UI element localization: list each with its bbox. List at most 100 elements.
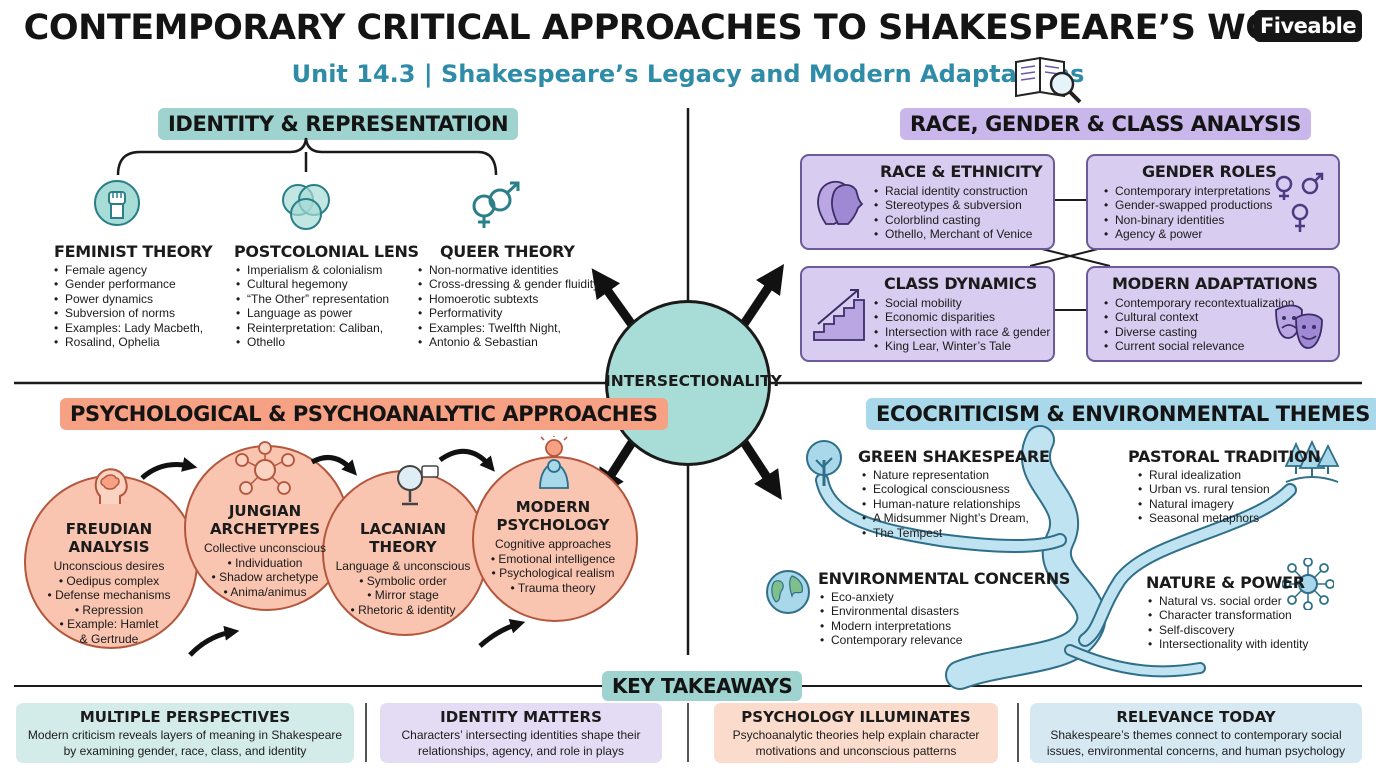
queer-theory-title: QUEER THEORY <box>440 242 575 261</box>
list-item: • Individuation <box>227 555 303 570</box>
list-item: & Gertrude <box>79 631 139 646</box>
list-item: Human-nature relationships <box>862 497 1029 512</box>
takeaway-line: Characters’ intersecting identities shap… <box>401 728 641 742</box>
race-ethnicity-card: RACE & ETHNICITY Racial identity constru… <box>800 154 1055 250</box>
archetype-network-icon <box>235 441 295 495</box>
green-shakespeare-title: GREEN SHAKESPEARE <box>858 447 1050 466</box>
list-item: Contemporary interpretations <box>1104 184 1272 199</box>
identity-heading: IDENTITY & REPRESENTATION <box>158 108 519 140</box>
takeaway-card: MULTIPLE PERSPECTIVES Modern criticism r… <box>16 703 354 763</box>
list-item: Colorblind casting <box>874 213 1032 228</box>
list-item: Gender-swapped productions <box>1104 198 1272 213</box>
lacanian-text: LACANIAN THEORY Language & unconscious •… <box>324 520 482 617</box>
list-item: • Shadow archetype <box>211 570 319 584</box>
brain-head-icon <box>94 468 128 504</box>
list-item: Cultural context <box>1104 310 1294 325</box>
takeaway-line: motivations and unconscious patterns <box>755 744 957 758</box>
intersectionality-label: INTERSECTIONALITY <box>605 372 782 390</box>
book-magnifier-icon <box>1015 56 1082 104</box>
list-item: Homoerotic subtexts <box>418 292 599 307</box>
list-item: Performativity <box>418 306 599 321</box>
list-item: Power dynamics <box>54 292 203 307</box>
list-item: • Repression <box>74 602 144 617</box>
eco-heading: ECOCRITICISM & ENVIRONMENTAL THEMES <box>866 398 1376 430</box>
list-item: Ecological consciousness <box>862 482 1029 497</box>
takeaway-card: IDENTITY MATTERS Characters’ intersectin… <box>380 703 662 763</box>
takeaway-title: RELEVANCE TODAY <box>1116 708 1276 726</box>
list-item: Natural vs. social order <box>1148 594 1308 609</box>
jungian-lead: Collective unconscious <box>203 541 327 555</box>
list-item: Modern interpretations <box>820 619 962 634</box>
nature-power-title: NATURE & POWER <box>1146 573 1305 592</box>
list-item: Imperialism & colonialism <box>236 263 389 278</box>
modern-psychology-title-1: MODERN <box>515 498 591 516</box>
list-item: • Symbolic order <box>359 573 447 588</box>
raised-fist-icon <box>94 180 140 226</box>
feminist-theory-title: FEMINIST THEORY <box>54 242 213 261</box>
intersectionality-circle <box>605 300 771 466</box>
list-item: Contemporary relevance <box>820 633 962 648</box>
list-item: A Midsummer Night’s Dream, <box>862 511 1029 526</box>
list-item: Intersection with race & gender <box>874 325 1050 340</box>
list-item: Agency & power <box>1104 227 1272 242</box>
lacanian-title-2: THEORY <box>369 538 437 556</box>
race-ethnicity-title: RACE & ETHNICITY <box>880 162 1043 181</box>
gender-symbol-icon <box>472 181 520 228</box>
list-item: Contemporary recontextualization <box>1104 296 1294 311</box>
list-item: Stereotypes & subversion <box>874 198 1032 213</box>
globe-icon <box>766 570 810 614</box>
list-item: Cultural hegemony <box>236 277 389 292</box>
list-item: Seasonal metaphors <box>1138 511 1270 526</box>
takeaway-line: issues, environmental concerns, and huma… <box>1046 744 1346 758</box>
takeaway-line: by examining gender, race, class, and id… <box>63 744 307 758</box>
list-item: Eco-anxiety <box>820 590 962 605</box>
modern-adaptations-title: MODERN ADAPTATIONS <box>1112 274 1318 293</box>
list-item: Racial identity construction <box>874 184 1032 199</box>
modern-psychology-title-2: PSYCHOLOGY <box>496 516 610 534</box>
list-item: Character transformation <box>1148 608 1308 623</box>
takeaway-title: IDENTITY MATTERS <box>440 708 602 726</box>
list-item: Reinterpretation: Caliban, <box>236 321 389 336</box>
list-item: Non-binary identities <box>1104 213 1272 228</box>
list-item: • Mirror stage <box>367 588 439 602</box>
freudian-lead: Unconscious desires <box>53 559 165 573</box>
lacanian-title-1: LACANIAN <box>359 520 447 538</box>
pastoral-tradition-list: Rural idealization Urban vs. rural tensi… <box>1138 468 1270 526</box>
takeaway-title: MULTIPLE PERSPECTIVES <box>79 708 291 726</box>
takeaway-card: RELEVANCE TODAY Shakespeare’s themes con… <box>1030 703 1362 763</box>
environmental-concerns-title: ENVIRONMENTAL CONCERNS <box>818 569 1071 588</box>
list-item: • Defense mechanisms <box>47 588 171 602</box>
freudian-text: FREUDIAN ANALYSIS Unconscious desires • … <box>26 520 192 646</box>
gender-roles-title: GENDER ROLES <box>1142 162 1277 181</box>
race-heading: RACE, GENDER & CLASS ANALYSIS <box>900 108 1312 140</box>
takeaway-line: Psychoanalytic theories help explain cha… <box>732 728 980 742</box>
modern-psychology-circle <box>472 456 638 622</box>
list-item: Nature representation <box>862 468 1029 483</box>
psych-heading: PSYCHOLOGICAL & PSYCHOANALYTIC APPROACHE… <box>60 398 668 430</box>
tree-icon <box>806 440 842 486</box>
list-item: Rosalind, Ophelia <box>54 335 203 350</box>
race-ethnicity-list: Racial identity construction Stereotypes… <box>874 184 1032 242</box>
modern-adaptations-list: Contemporary recontextualization Cultura… <box>1104 296 1294 354</box>
list-item: The Tempest <box>862 526 1029 541</box>
list-item: Othello <box>236 335 389 350</box>
class-dynamics-title: CLASS DYNAMICS <box>884 274 1037 293</box>
nature-power-list: Natural vs. social order Character trans… <box>1148 594 1308 652</box>
gender-roles-card: GENDER ROLES Contemporary interpretation… <box>1086 154 1340 250</box>
modern-psychology-text: MODERN PSYCHOLOGY Cognitive approaches •… <box>474 498 632 595</box>
takeaways-heading: KEY TAKEAWAYS <box>602 671 803 701</box>
list-item: • Oedipus complex <box>58 573 160 588</box>
list-item: King Lear, Winter’s Tale <box>874 339 1050 354</box>
list-item: • Psychological realism <box>491 566 615 580</box>
postcolonial-lens-title: POSTCOLONIAL LENS <box>234 242 419 261</box>
takeaway-title: PSYCHOLOGY ILLUMINATES <box>741 708 971 726</box>
jungian-title-1: JUNGIAN <box>228 502 302 520</box>
list-item: Social mobility <box>874 296 1050 311</box>
list-item: Non-normative identities <box>418 263 599 278</box>
takeaway-line: relationships, agency, and role in plays <box>418 744 624 758</box>
postcolonial-lens-list: Imperialism & colonialism Cultural hegem… <box>236 263 389 350</box>
list-item: Economic disparities <box>874 310 1050 325</box>
takeaway-card: PSYCHOLOGY ILLUMINATES Psychoanalytic th… <box>714 703 998 763</box>
